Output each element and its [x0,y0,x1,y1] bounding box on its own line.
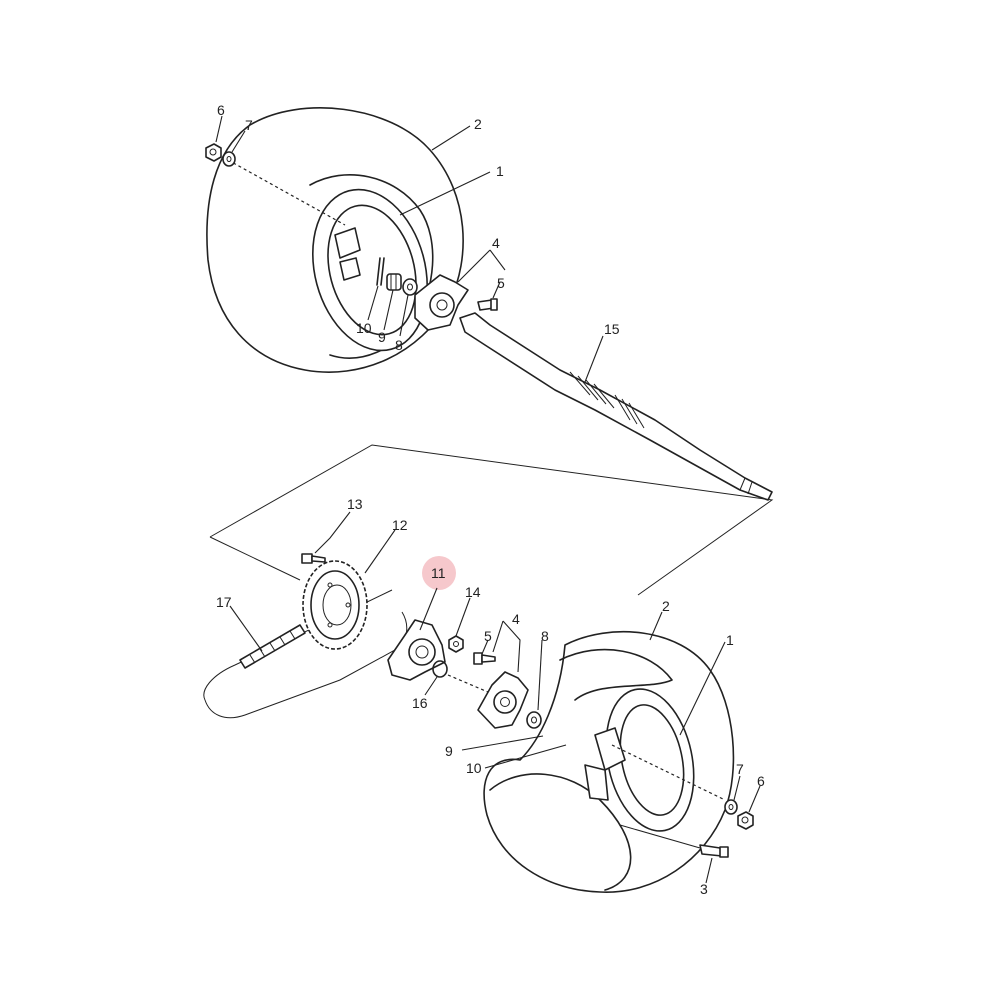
hub-4 [477,671,529,729]
callout-top-2: 2 [474,116,482,132]
callout-top-15: 15 [604,321,620,337]
top-assembly [205,107,773,501]
callout-top-6: 6 [217,102,225,118]
callout-top-4: 4 [492,235,500,251]
hub-11 [387,619,446,681]
callout-bottom-9: 9 [445,743,453,759]
callout-bottom-8: 8 [541,628,549,644]
callout-top-9: 9 [378,329,386,345]
callout-top-8: 8 [395,337,403,353]
callout-bottom-4: 4 [512,611,520,627]
bottom-tire-2 [483,630,735,893]
washer-8 [526,711,542,729]
washer-7 [724,799,738,815]
callout-bottom-17: 17 [216,594,232,610]
top-axle-15 [459,312,773,501]
bottom-assembly [203,444,774,893]
callout-top-5: 5 [497,275,505,291]
callout-bottom-6: 6 [757,773,765,789]
callout-top-7: 7 [245,117,253,133]
bolt-13 [301,553,326,564]
callout-bottom-1: 1 [726,632,734,648]
callout-bottom-12: 12 [392,517,408,533]
callout-bottom-10: 10 [466,760,482,776]
nut-14 [448,635,464,653]
assembly-outline [209,444,774,596]
top-stud-5 [477,298,498,311]
valve-3 [619,824,729,858]
circlip-16 [432,660,448,678]
stud-5 [473,652,496,665]
callout-bottom-13: 13 [347,496,363,512]
callout-labels: 6 7 2 1 4 5 15 10 9 8 13 12 11 17 14 4 5… [216,102,765,897]
nut-6 [737,811,754,830]
top-tire-2 [206,107,464,373]
callout-top-10: 10 [356,320,372,336]
top-hub-4 [414,274,469,331]
top-cotter-pin-10 [376,257,385,286]
callout-top-1: 1 [496,163,504,179]
callout-bottom-2: 2 [662,598,670,614]
callout-bottom-11: 11 [431,565,446,581]
top-washer-7 [222,151,236,167]
callout-bottom-16: 16 [412,695,428,711]
callout-bottom-7: 7 [736,761,744,777]
top-washer-8 [402,278,418,296]
callout-bottom-3: 3 [700,881,708,897]
highlight-marker-11 [422,556,456,590]
top-castle-nut-9 [386,273,402,291]
top-nut-6 [205,143,222,162]
sprocket-12 [302,560,368,650]
callout-bottom-14: 14 [465,584,481,600]
callout-bottom-5: 5 [484,628,492,644]
chain-17 [203,589,408,719]
